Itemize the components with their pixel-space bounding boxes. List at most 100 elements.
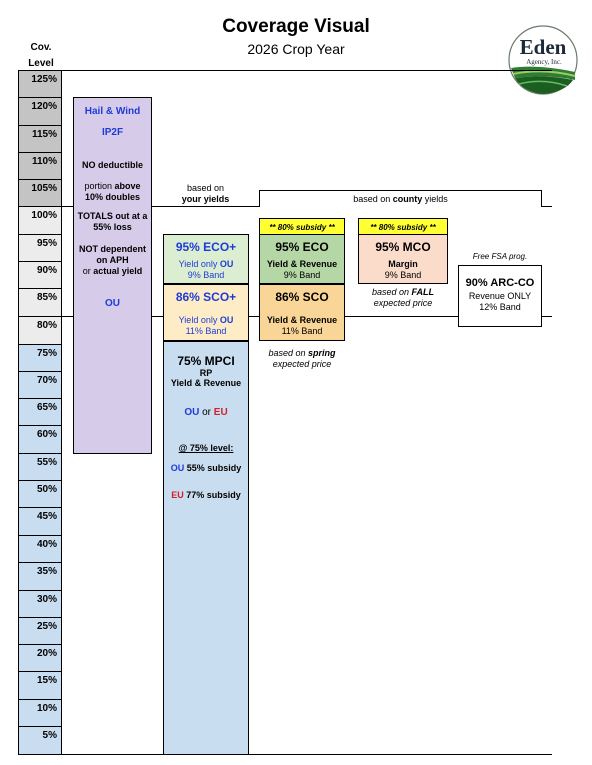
coverage-level-cell: 35% (18, 562, 62, 591)
eco-plus-line1: Yield only (178, 259, 218, 269)
eco-plus-title: 95% ECO+ (175, 240, 237, 254)
coverage-level-cell: 15% (18, 671, 62, 700)
hail-totals-1: TOTALS out at a (77, 211, 148, 221)
mco-subsidy-badge: ** 80% subsidy ** (358, 218, 448, 235)
eden-logo: Eden Agency, Inc. (507, 24, 579, 96)
sco-plus-ou: OU (219, 315, 234, 325)
coverage-level-cell: 125% (18, 70, 62, 98)
county-post: yields (424, 194, 448, 204)
level-label: Level (28, 58, 54, 69)
arc-title: 90% ARC-CO (465, 277, 535, 289)
mco-note: based on FALL expected price (354, 287, 452, 309)
coverage-level-cell: 115% (18, 125, 62, 153)
mco-note-pre: based on (371, 287, 410, 297)
coverage-level-cell: 110% (18, 152, 62, 180)
your-yields-2: your yields (181, 194, 230, 204)
hail-doubles-text2: 10% doubles (84, 192, 140, 202)
mco-box: 95% MCO Margin 9% Band (358, 234, 448, 284)
county-bold: county (392, 194, 423, 204)
coverage-level-cell: 100% (18, 206, 62, 235)
coverage-level-cell: 80% (18, 316, 62, 345)
hail-no-deductible: NO deductible (81, 160, 143, 170)
page-subtitle: 2026 Crop Year (247, 41, 345, 57)
eco-subsidy-badge: ** 80% subsidy ** (259, 218, 345, 235)
coverage-level-cell: 65% (18, 398, 62, 426)
coverage-level-cell: 55% (18, 453, 62, 481)
mpci-ou-sub: 55% subsidy (186, 463, 242, 473)
coverage-level-cell: 95% (18, 234, 62, 262)
coverage-level-cell: 105% (18, 179, 62, 207)
mpci-eu-sub: 77% subsidy (186, 490, 241, 500)
sco-note: based on spring expected price (255, 348, 349, 370)
eco-plus-box: 95% ECO+ Yield only OU 9% Band (163, 234, 249, 284)
hail-product: IP2F (101, 127, 124, 138)
county-yields-header: based on county yields (259, 190, 542, 207)
mpci-or: or (202, 407, 211, 418)
mpci-eu2: EU (171, 490, 184, 500)
eco-plus-band: 9% Band (187, 270, 225, 280)
coverage-level-cell: 60% (18, 425, 62, 454)
hail-aph: NOT dependent on APH or actual yield (74, 244, 151, 277)
sco-plus-line1: Yield only (178, 315, 218, 325)
eco-plus-ou: OU (219, 259, 234, 269)
eco-band: 9% Band (283, 270, 321, 280)
your-yields-label: based on your yields (163, 183, 248, 205)
hail-aph-4: actual yield (93, 266, 143, 276)
mpci-ou: OU (184, 407, 200, 418)
mpci-rp: RP (199, 368, 213, 378)
hail-title: Hail & Wind (84, 106, 141, 117)
sco-band: 11% Band (281, 326, 323, 336)
sco-title: 86% SCO (275, 290, 329, 304)
page-title: Coverage Visual (222, 16, 370, 37)
eco-subsidy: ** 80% subsidy ** (269, 223, 335, 232)
hail-doubles-text1: portion (84, 181, 112, 191)
sco-yr: Yield & Revenue (266, 315, 338, 325)
arc-note: Free FSA prog. (472, 252, 528, 261)
mco-title: 95% MCO (375, 240, 431, 254)
coverage-level-cell: 20% (18, 644, 62, 672)
coverage-level-cell: 50% (18, 480, 62, 508)
coverage-level-header: Cov. Level (18, 40, 64, 72)
your-yields-1: based on (186, 183, 225, 193)
hail-wind-box: Hail & Wind IP2F NO deductible portion a… (73, 97, 152, 454)
hail-aph-2: on APH (96, 255, 129, 265)
logo-text: Eden (520, 35, 567, 59)
sco-note-2: expected price (272, 359, 332, 369)
mco-subsidy: ** 80% subsidy ** (370, 223, 436, 232)
coverage-level-cell: 85% (18, 288, 62, 317)
eco-yr: Yield & Revenue (266, 259, 338, 269)
top-rule (18, 70, 552, 71)
sco-note-pre: based on (268, 348, 306, 358)
sco-note-bold: spring (308, 348, 336, 358)
sco-box: 86% SCO Yield & Revenue 11% Band (259, 284, 345, 341)
mco-note-bold: FALL (411, 287, 435, 297)
sco-plus-title: 86% SCO+ (175, 290, 237, 304)
hail-aph-3: or (82, 266, 91, 276)
coverage-level-cell: 70% (18, 371, 62, 399)
hail-doubles: portion above 10% doubles (74, 181, 151, 203)
coverage-level-cell: 25% (18, 617, 62, 645)
hail-totals-2: 55% loss (93, 222, 132, 232)
logo-subtext: Agency, Inc. (526, 58, 562, 66)
coverage-level-cell: 40% (18, 535, 62, 563)
cov-label: Cov. (30, 42, 52, 53)
hail-doubles-bold: above (114, 181, 141, 191)
coverage-level-cell: 75% (18, 344, 62, 372)
sco-plus-box: 86% SCO+ Yield only OU 11% Band (163, 284, 249, 341)
coverage-level-cell: 90% (18, 261, 62, 289)
arc-band: 12% Band (479, 302, 521, 312)
bottom-rule (18, 754, 552, 755)
mpci-box: 75% MPCI RP Yield & Revenue OU or EU @ 7… (163, 341, 249, 755)
hail-aph-1: NOT dependent (79, 244, 146, 254)
hail-totals: TOTALS out at a 55% loss (74, 211, 151, 233)
hail-ou: OU (105, 298, 120, 309)
coverage-level-cell: 10% (18, 699, 62, 727)
mpci-eu: EU (213, 407, 228, 418)
coverage-level-cell: 45% (18, 507, 62, 536)
mpci-ou2: OU (170, 463, 185, 473)
coverage-level-cell: 5% (18, 726, 62, 755)
coverage-level-cell: 30% (18, 590, 62, 618)
county-pre: based on (353, 194, 391, 204)
eco-box: 95% ECO Yield & Revenue 9% Band (259, 234, 345, 284)
mco-sub: Margin (388, 259, 418, 269)
